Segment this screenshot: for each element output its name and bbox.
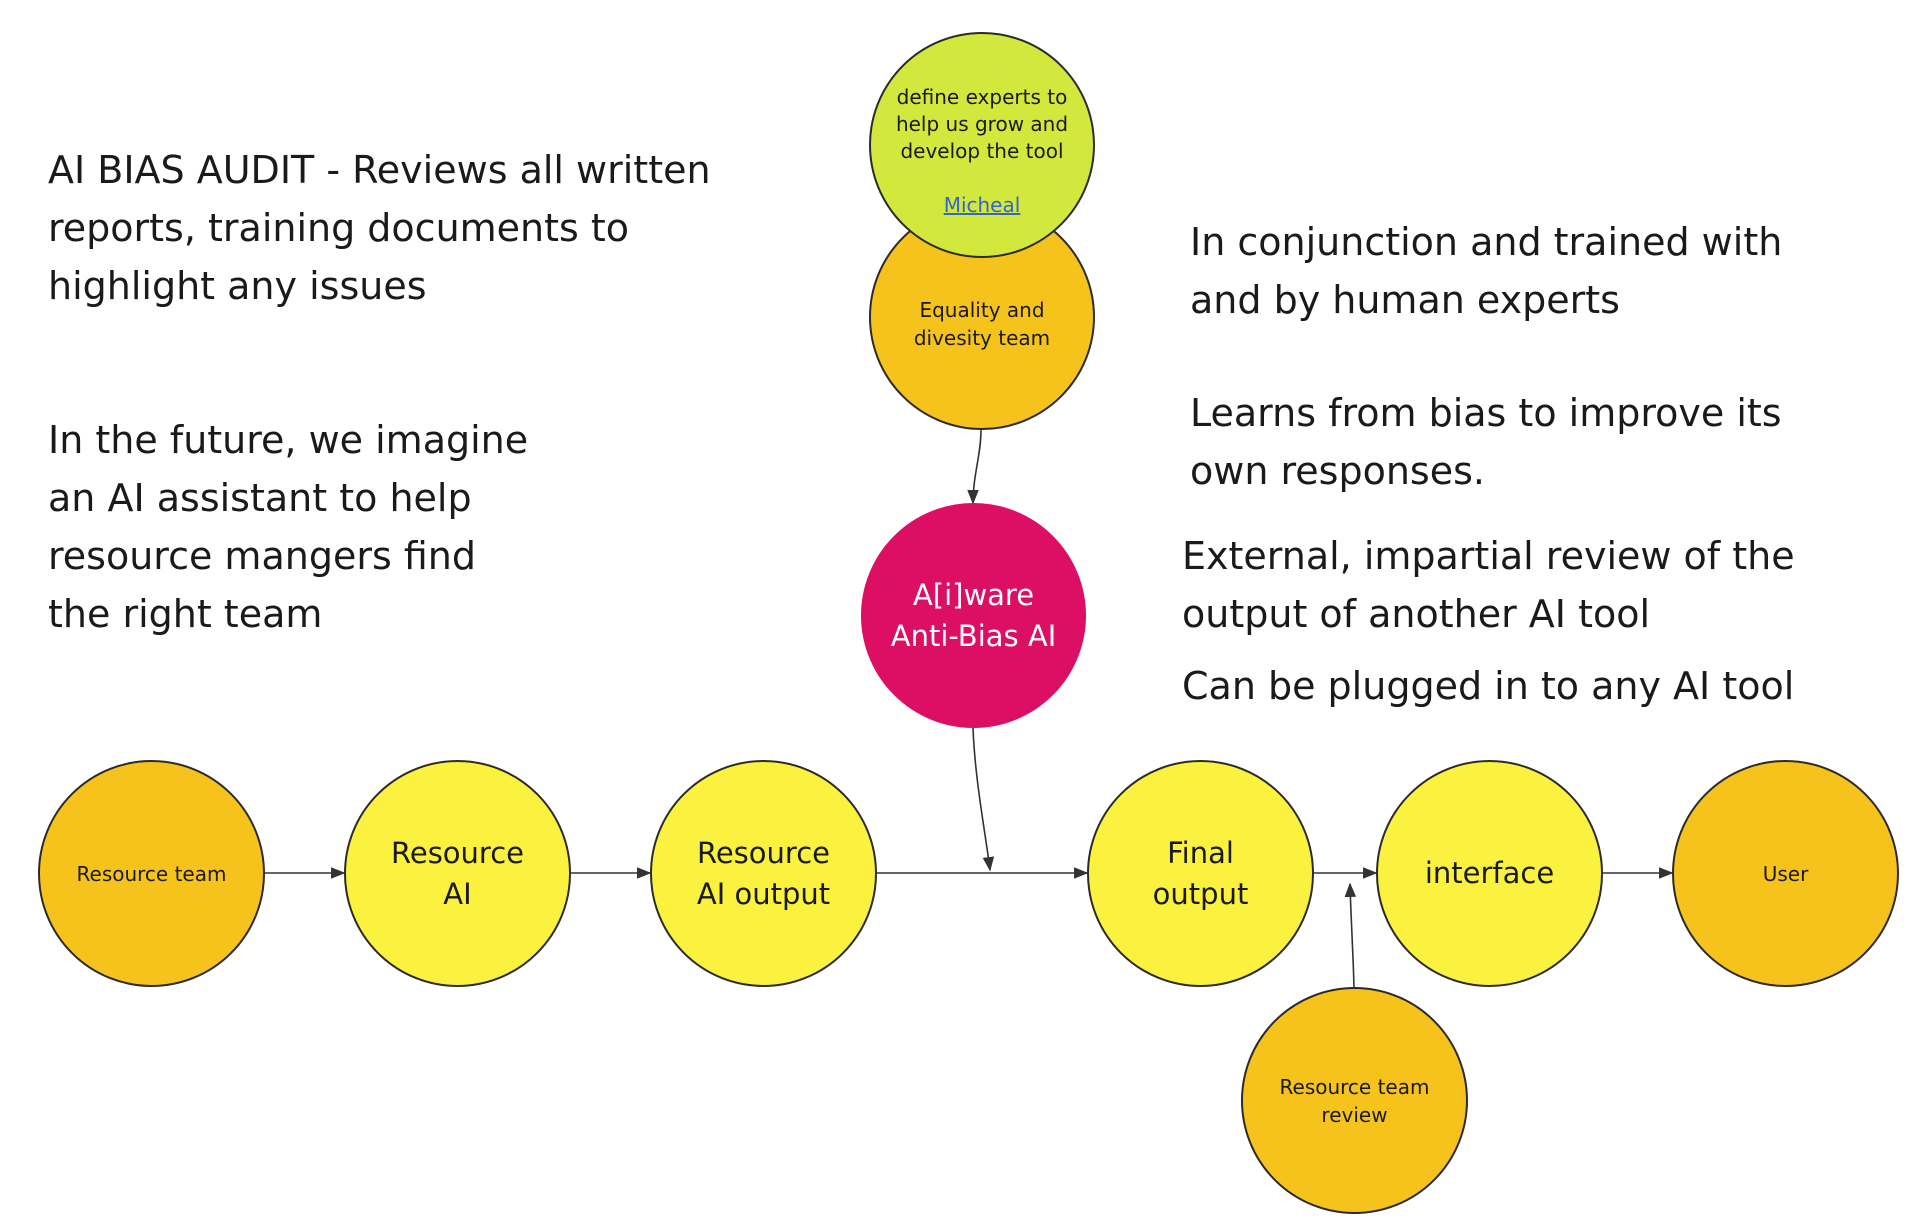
note-bias-audit: AI BIAS AUDIT - Reviews all written repo… [48,148,711,308]
note-learns-from-bias: Learns from bias to improve its own resp… [1190,391,1782,493]
node-label: User [1762,861,1809,886]
node-label: Resource team [76,861,227,886]
experts-link[interactable]: Micheal [943,192,1021,217]
node-label: interface [1424,856,1555,890]
edge-aiware-to-main-line [972,727,995,872]
node-resource-team[interactable]: Resource team [38,760,265,987]
node-final-output[interactable]: Final output [1087,760,1314,987]
node-user[interactable]: User [1672,760,1899,987]
node-label: Resource AI output [696,835,831,911]
node-interface[interactable]: interface [1376,760,1603,987]
node-resource-team-review[interactable]: Resource team review [1241,987,1468,1214]
note-human-experts: In conjunction and trained with and by h… [1190,220,1783,322]
node-aiware-anti-bias-ai[interactable]: A[i]ware Anti-Bias AI [861,503,1086,728]
node-resource-ai[interactable]: Resource AI [344,760,571,987]
note-future-assistant: In the future, we imagine an AI assistan… [48,418,529,636]
node-label: Final output [1152,835,1249,911]
node-define-experts[interactable]: define experts to help us grow and devel… [869,32,1095,258]
node-label: A[i]ware Anti-Bias AI [890,577,1057,653]
note-external-review: External, impartial review of the output… [1182,534,1795,636]
note-pluggable: Can be plugged in to any AI tool [1182,664,1795,708]
node-resource-ai-output[interactable]: Resource AI output [650,760,877,987]
edge-equality-to-aiware [967,429,982,505]
node-label: define experts to help us grow and devel… [895,84,1069,163]
node-label: Equality and divesity team [913,298,1051,350]
node-label: Resource AI [391,835,524,911]
node-label: Resource team review [1279,1074,1430,1127]
edge-review-to-main-line [1344,882,1357,988]
